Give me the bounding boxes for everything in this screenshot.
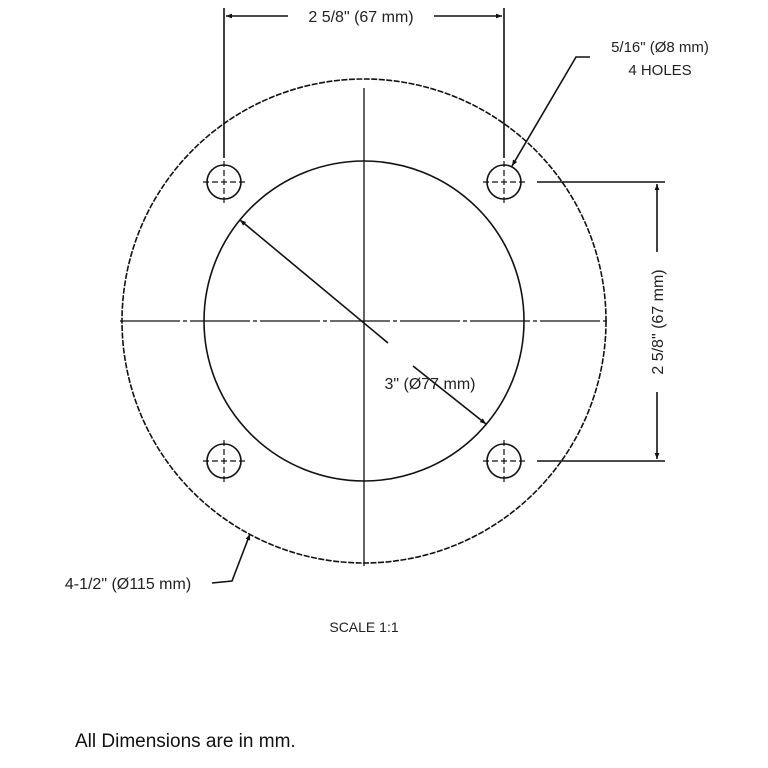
hole-callout-label: 5/16" (Ø8 mm) <box>611 39 709 56</box>
inner-diameter-label: 3" (Ø77 mm) <box>384 376 475 393</box>
diameter-leader <box>412 365 487 425</box>
bolt-hole <box>203 440 245 482</box>
outer-diameter-label: 4-1/2" (Ø115 mm) <box>65 576 191 593</box>
hole-leader <box>511 56 590 167</box>
top-dimension-label: 2 5/8" (67 mm) <box>308 9 413 26</box>
bolt-hole <box>483 161 525 203</box>
bolt-hole <box>483 440 525 482</box>
outer-diameter-leader <box>211 533 251 584</box>
footer-note: All Dimensions are in mm. <box>75 731 296 752</box>
diameter-leader <box>239 219 389 344</box>
hole-count-label: 4 HOLES <box>628 62 691 79</box>
right-dimension-label: 2 5/8" (67 mm) <box>650 269 667 374</box>
scale-label: SCALE 1:1 <box>329 619 398 635</box>
bolt-hole <box>203 161 245 203</box>
